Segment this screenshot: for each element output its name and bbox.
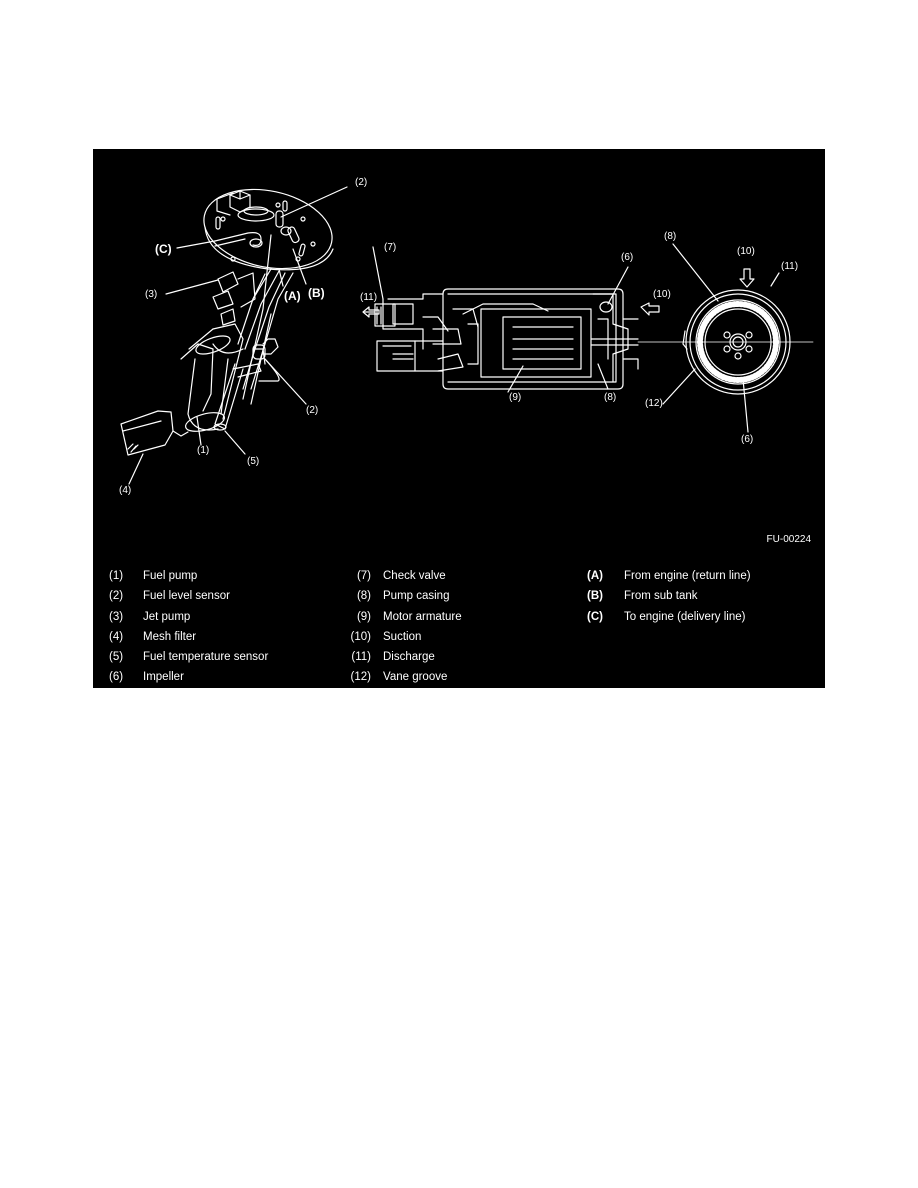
legend-label: Mesh filter	[143, 630, 197, 643]
legend-key: (4)	[109, 630, 124, 643]
callout-3: (3)	[145, 289, 158, 300]
legend-key: (6)	[109, 671, 124, 684]
legend-row: (4) Mesh filter	[109, 627, 268, 647]
legend-key: (11)	[351, 651, 371, 664]
legend-key: (3)	[109, 610, 124, 623]
callout-2-top: (2)	[355, 177, 368, 188]
legend-row: (C) To engine (delivery line)	[587, 607, 751, 627]
callout-1: (1)	[197, 445, 210, 456]
callout-6-right: (6)	[741, 434, 754, 445]
legend-label: From engine (return line)	[624, 570, 751, 582]
legend-label: Motor armature	[383, 610, 462, 623]
legend-label: Vane groove	[383, 671, 448, 684]
callout-9: (9)	[509, 392, 522, 403]
legend-column-2: (7) Check valve (8) Pump casing (9) Motor a…	[341, 566, 462, 688]
legend-row: (B) From sub tank	[587, 586, 751, 606]
legend-label: Jet pump	[143, 610, 191, 623]
legend-row: (11) Discharge	[341, 647, 462, 667]
callout-2-bottom: (2)	[306, 405, 319, 416]
legend-key: (1)	[109, 570, 124, 582]
callout-8-right: (8)	[664, 231, 677, 242]
legend-column-lettered: (A) From engine (return line) (B) From sub…	[587, 566, 751, 627]
legend-label: Fuel pump	[143, 570, 198, 582]
legend-row: (5) Fuel temperature sensor	[109, 647, 268, 667]
pump-assembly-illustration	[120, 186, 348, 485]
legend-label: To engine (delivery line)	[624, 610, 746, 623]
legend-label: Discharge	[383, 651, 435, 664]
legend-row: (10) Suction	[341, 627, 462, 647]
legend-label: Fuel level sensor	[143, 590, 230, 603]
callout-C: (C)	[155, 242, 172, 256]
legend-key: (A)	[587, 570, 603, 582]
callout-12: (12)	[645, 398, 663, 409]
legend-key: (C)	[587, 610, 603, 623]
callout-7: (7)	[384, 242, 397, 253]
legend-label: Check valve	[383, 570, 446, 582]
callout-5: (5)	[247, 456, 260, 467]
legend-row: (2) Fuel level sensor	[109, 586, 268, 606]
legend-key: (8)	[356, 590, 371, 603]
legend-row: (8) Pump casing	[341, 586, 462, 606]
callout-10-right: (10)	[737, 246, 755, 257]
callout-11-mid: (11)	[360, 292, 378, 303]
legend-key: (2)	[109, 590, 124, 603]
legend-key: (10)	[350, 630, 371, 643]
legend-column-1: (1) Fuel pump (2) Fuel level sensor (3) Jet…	[109, 566, 268, 688]
callout-6-mid: (6)	[621, 252, 634, 263]
legend-row: (1) Fuel pump	[109, 566, 268, 586]
diagram-drawing	[120, 186, 814, 485]
legend-label: From sub tank	[624, 590, 698, 603]
callout-4: (4)	[119, 485, 132, 496]
callout-8-mid: (8)	[604, 392, 617, 403]
legend-row: (9) Motor armature	[341, 607, 462, 627]
impeller-end-view	[662, 243, 791, 433]
legend-key: (9)	[356, 610, 371, 623]
legend-row: (12) Vane groove	[341, 667, 462, 687]
callout-10-mid: (10)	[653, 289, 671, 300]
legend-key: (B)	[587, 590, 603, 603]
figure-id: FU-00224	[766, 534, 811, 545]
legend-key: (5)	[109, 651, 124, 664]
legend-label: Suction	[383, 630, 422, 643]
pump-cross-section	[362, 246, 814, 393]
legend-key: (7)	[356, 570, 371, 582]
legend-row: (3) Jet pump	[109, 607, 268, 627]
legend-label: Pump casing	[383, 590, 450, 603]
legend-label: Impeller	[143, 671, 184, 684]
legend-row: (A) From engine (return line)	[587, 566, 751, 586]
legend-key: (12)	[350, 671, 371, 684]
legend-row: (6) Impeller	[109, 667, 268, 687]
callout-B: (B)	[308, 286, 325, 300]
legend-label: Fuel temperature sensor	[143, 651, 269, 664]
callout-11-right: (11)	[781, 261, 799, 272]
callout-A: (A)	[284, 289, 301, 303]
legend-row: (7) Check valve	[341, 566, 462, 586]
fuel-pump-diagram-panel: (2) (C) (3) (A) (B) (2) (1) (5) (4) (7) …	[93, 149, 825, 688]
